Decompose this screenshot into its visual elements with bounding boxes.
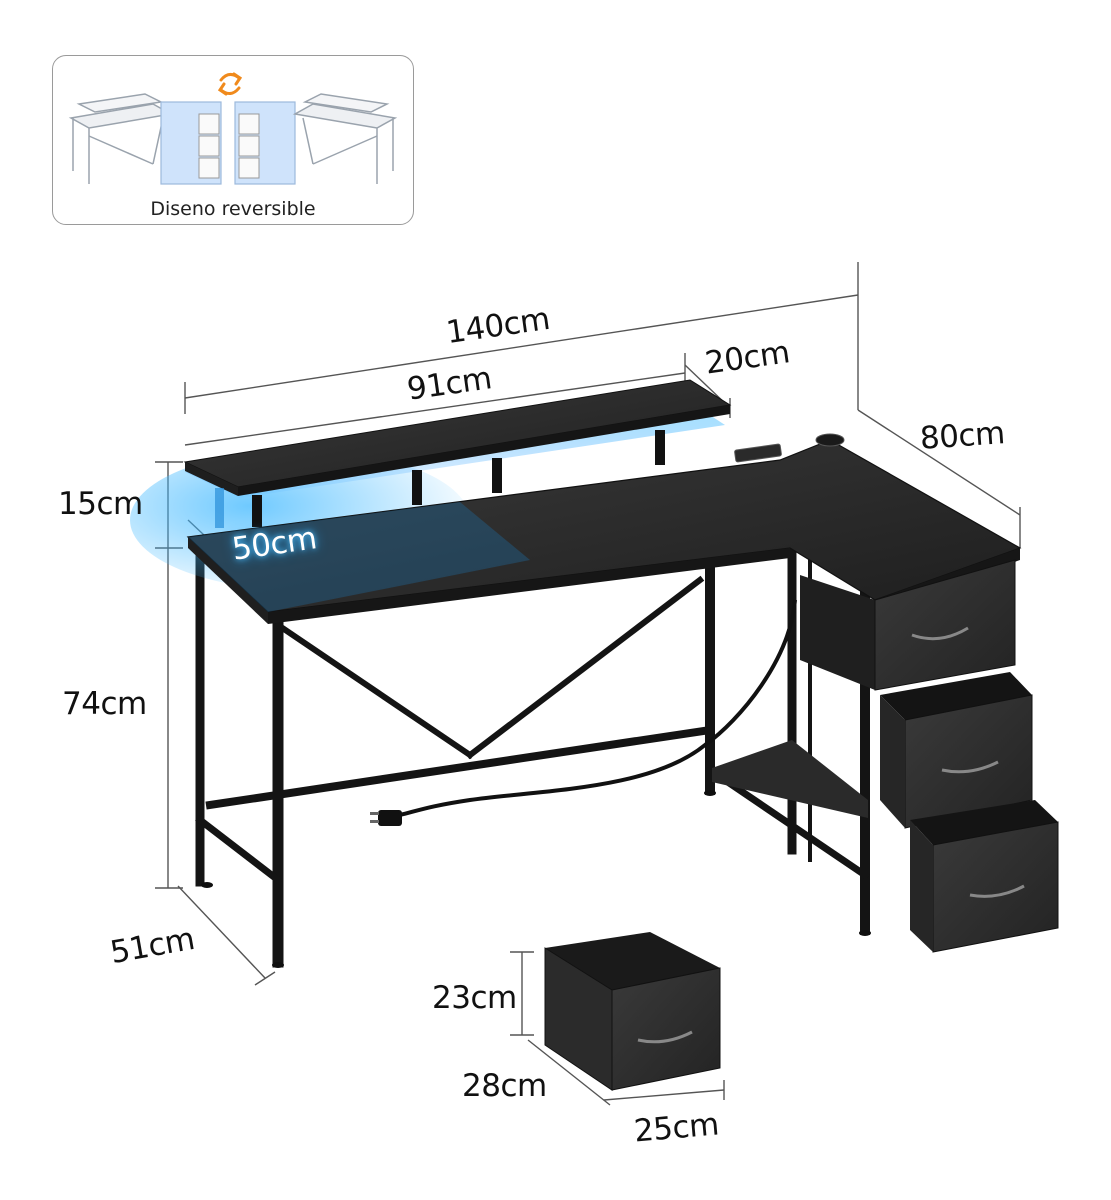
power-cable <box>399 599 797 817</box>
drawer-bottom <box>910 800 1059 953</box>
dim-drawer-depth: 28cm <box>462 1068 547 1104</box>
swap-arrows-icon <box>217 72 243 96</box>
dim-desk-height: 74cm <box>62 686 147 722</box>
reversible-design-inset: Diseno reversible <box>52 55 414 225</box>
power-outlet <box>734 443 782 463</box>
reversible-desk-icons <box>68 72 398 185</box>
desk-feet <box>201 790 871 968</box>
drawer-top <box>800 559 1016 691</box>
monitor-shelf <box>183 379 732 528</box>
cabinet-bottom-shelf <box>712 740 868 818</box>
dim-drawer-height: 23cm <box>432 980 517 1016</box>
standalone-drawer <box>544 932 721 1091</box>
drawer-middle <box>880 672 1033 829</box>
dim-drawer-width: 25cm <box>632 1106 721 1150</box>
inset-caption: Diseno reversible <box>150 198 316 220</box>
dim-shelf-height: 15cm <box>58 486 143 522</box>
cable-grommet <box>815 433 845 447</box>
plug <box>370 810 402 826</box>
dim-side-depth: 80cm <box>918 415 1006 457</box>
